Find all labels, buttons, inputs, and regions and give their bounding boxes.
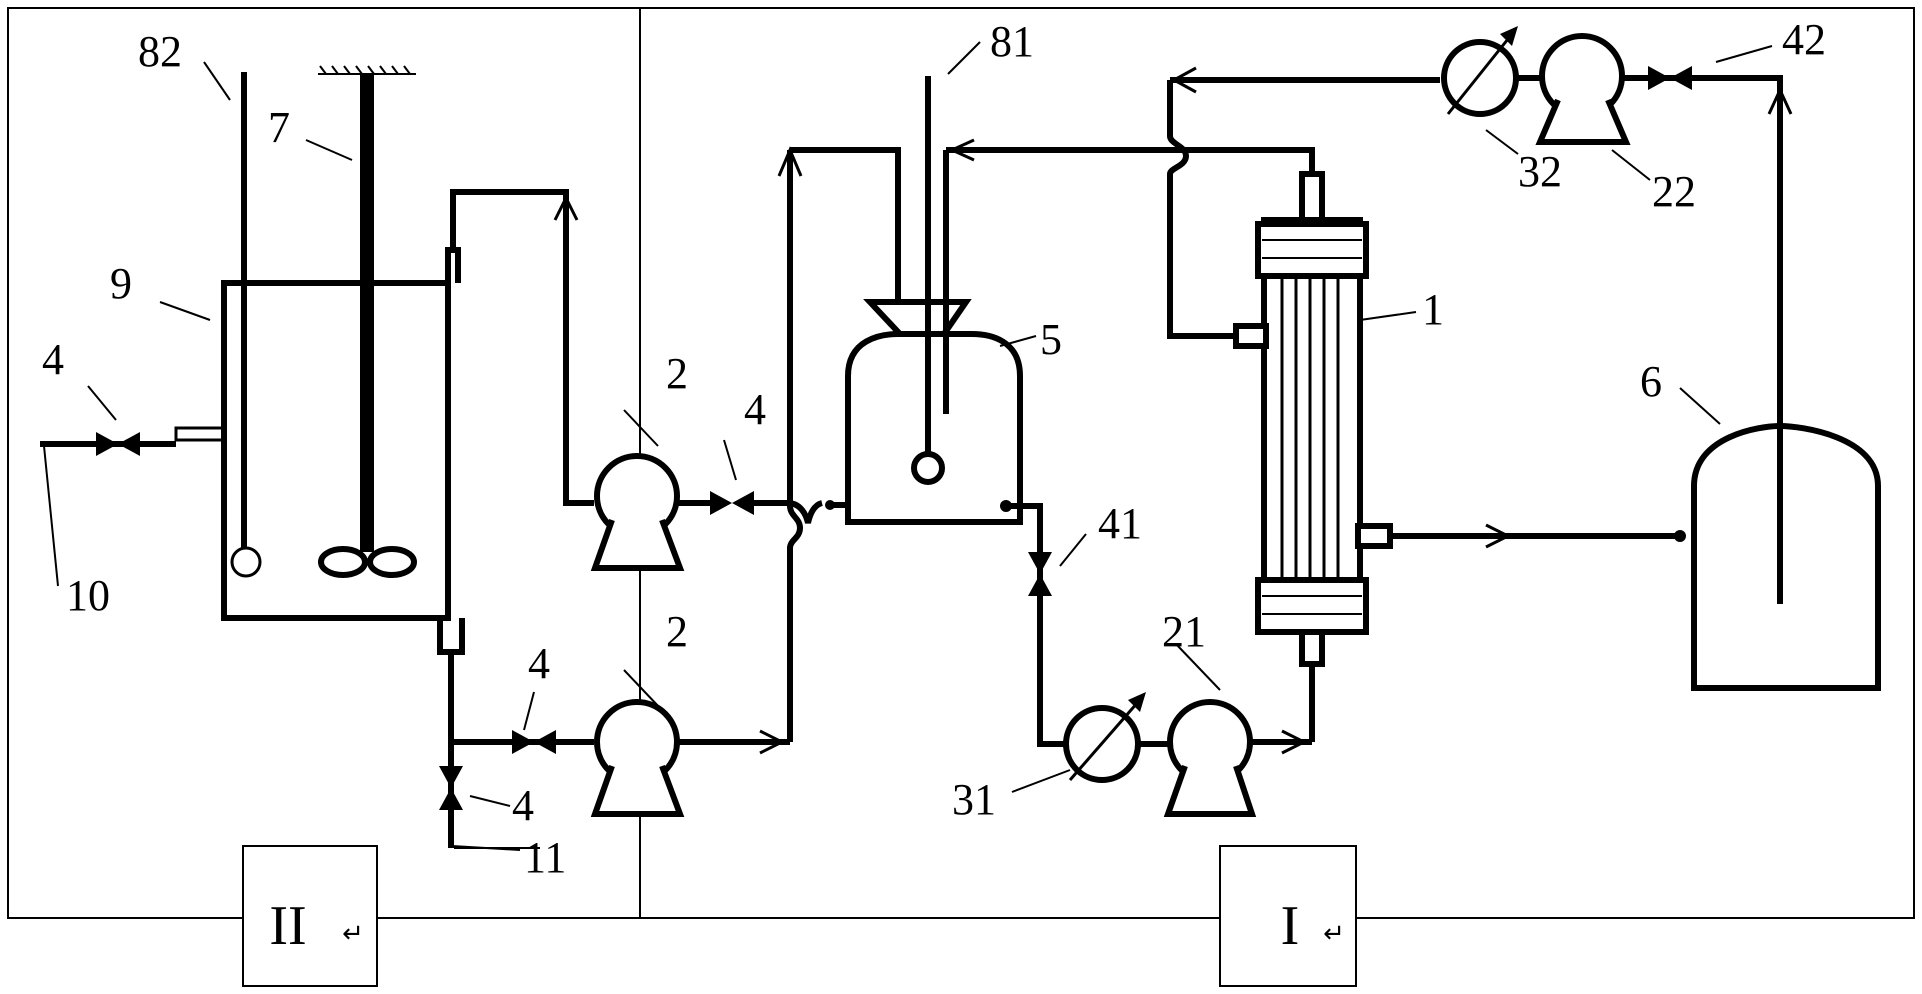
arrow-icon	[759, 729, 786, 755]
zone-two-label: II	[269, 895, 306, 957]
control-box-ii: II ↵	[242, 845, 378, 987]
reactor-tank	[174, 65, 579, 848]
pump-icon	[1535, 33, 1631, 145]
bottom-branch	[439, 730, 594, 849]
label-4: 4	[528, 639, 550, 688]
return-mark: ↵	[342, 918, 364, 948]
flowmeter-icon	[1441, 26, 1519, 117]
label-1: 1	[1422, 285, 1444, 334]
leader-lines	[87, 41, 1773, 851]
probe-82-tip	[230, 546, 262, 578]
label-2: 2	[666, 607, 688, 656]
label-10: 10	[66, 571, 110, 620]
component-labels: 82 7 9 4 10 2 4 2 4 4 11 81 5 41 31 21 1…	[42, 15, 1826, 882]
label-32: 32	[1518, 147, 1562, 196]
valve-icon	[1028, 552, 1052, 596]
label-82: 82	[138, 27, 182, 76]
label-2: 2	[666, 349, 688, 398]
zone-one-label: I	[1281, 895, 1300, 957]
flowmeter-icon	[1063, 692, 1146, 783]
label-11: 11	[524, 833, 566, 882]
arrow-icon	[948, 138, 975, 162]
membrane-module	[1233, 171, 1393, 667]
return-mark: ↵	[1323, 918, 1345, 948]
arrow-icon	[1281, 729, 1308, 755]
label-81: 81	[990, 17, 1034, 66]
pump-icon	[590, 699, 685, 817]
label-42: 42	[1782, 15, 1826, 64]
label-22: 22	[1652, 167, 1696, 216]
label-31: 31	[952, 775, 996, 824]
section-ii-frame	[7, 7, 641, 919]
vessel-5	[845, 76, 1315, 525]
arrow-icon	[1485, 523, 1512, 549]
label-4: 4	[512, 781, 534, 830]
valve-icon	[96, 432, 140, 456]
inlet-line	[40, 432, 176, 587]
valve-icon	[512, 730, 556, 754]
arrow-icon	[1767, 86, 1793, 115]
label-41: 41	[1098, 499, 1142, 548]
label-5: 5	[1040, 315, 1062, 364]
label-9: 9	[110, 259, 132, 308]
label-4: 4	[42, 335, 64, 384]
pump-icon	[1163, 699, 1257, 817]
control-box-i: I ↵	[1219, 845, 1357, 987]
tank-6	[1691, 422, 1881, 691]
valve-icon	[439, 766, 463, 810]
label-6: 6	[1640, 357, 1662, 406]
label-4: 4	[744, 385, 766, 434]
valve-icon	[710, 491, 754, 515]
arrow-icon	[553, 194, 579, 221]
stirrer-icon	[318, 546, 417, 578]
arrow-icon	[1170, 66, 1197, 94]
label-7: 7	[268, 103, 290, 152]
probe-81-tip	[911, 451, 945, 485]
label-21: 21	[1162, 607, 1206, 656]
pump-icon	[563, 220, 685, 571]
valve-icon	[1648, 66, 1692, 90]
